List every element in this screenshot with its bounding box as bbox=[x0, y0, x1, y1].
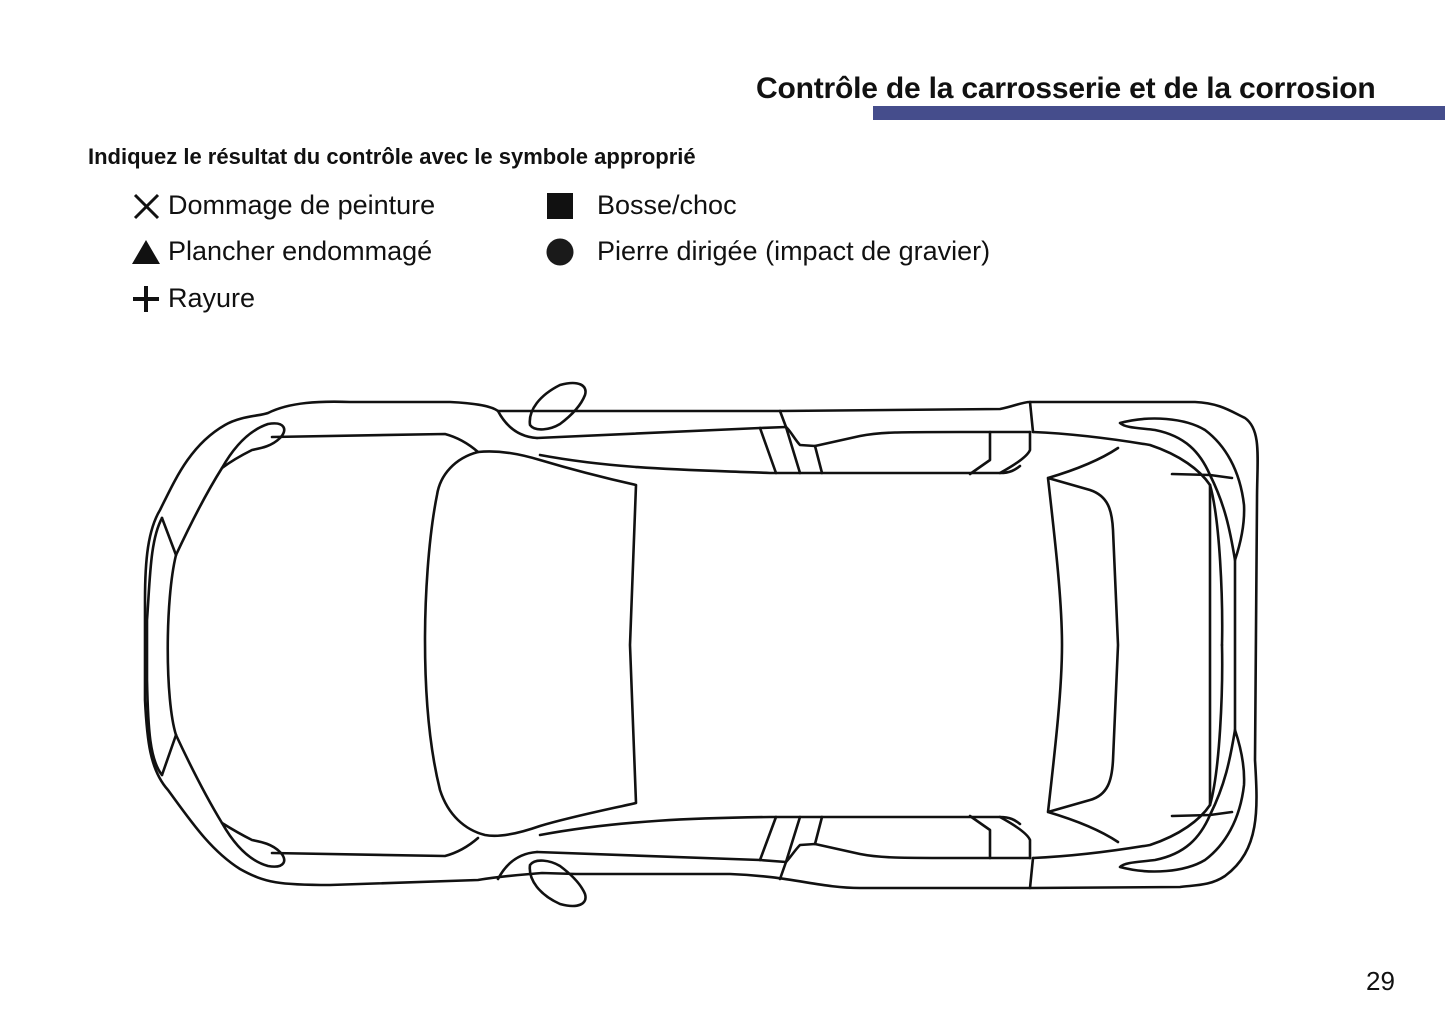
page-number: 29 bbox=[1366, 966, 1395, 996]
legend-label: Rayure bbox=[168, 282, 256, 313]
legend-label: Bosse/choc bbox=[597, 189, 737, 220]
page-title: Contrôle de la carrosserie et de la corr… bbox=[756, 72, 1376, 105]
legend-item-paint-damage: Dommage de peinture bbox=[131, 188, 435, 222]
legend-label: Pierre dirigée (impact de gravier) bbox=[597, 235, 991, 266]
cross-icon bbox=[131, 190, 161, 220]
legend-label: Plancher endommagé bbox=[168, 235, 433, 266]
triangle-icon bbox=[131, 236, 161, 266]
legend-item-scratch: Rayure bbox=[131, 281, 255, 315]
rear-window bbox=[1046, 446, 1120, 844]
car-body-outline bbox=[143, 400, 1259, 890]
left-mirror-bottom bbox=[528, 859, 587, 908]
title-accent-bar bbox=[873, 106, 1445, 120]
legend-item-dent: Bosse/choc bbox=[545, 188, 737, 222]
windshield-front bbox=[423, 450, 638, 838]
legend-item-stone-chip: Pierre dirigée (impact de gravier) bbox=[545, 234, 990, 268]
legend-label: Dommage de peinture bbox=[168, 189, 436, 220]
square-icon bbox=[545, 190, 575, 220]
legend-item-floor-damage: Plancher endommagé bbox=[131, 234, 432, 268]
instruction-text: Indiquez le résultat du contrôle avec le… bbox=[88, 144, 696, 169]
circle-icon bbox=[545, 236, 575, 266]
left-mirror-top bbox=[528, 381, 587, 431]
plus-icon bbox=[131, 283, 161, 313]
